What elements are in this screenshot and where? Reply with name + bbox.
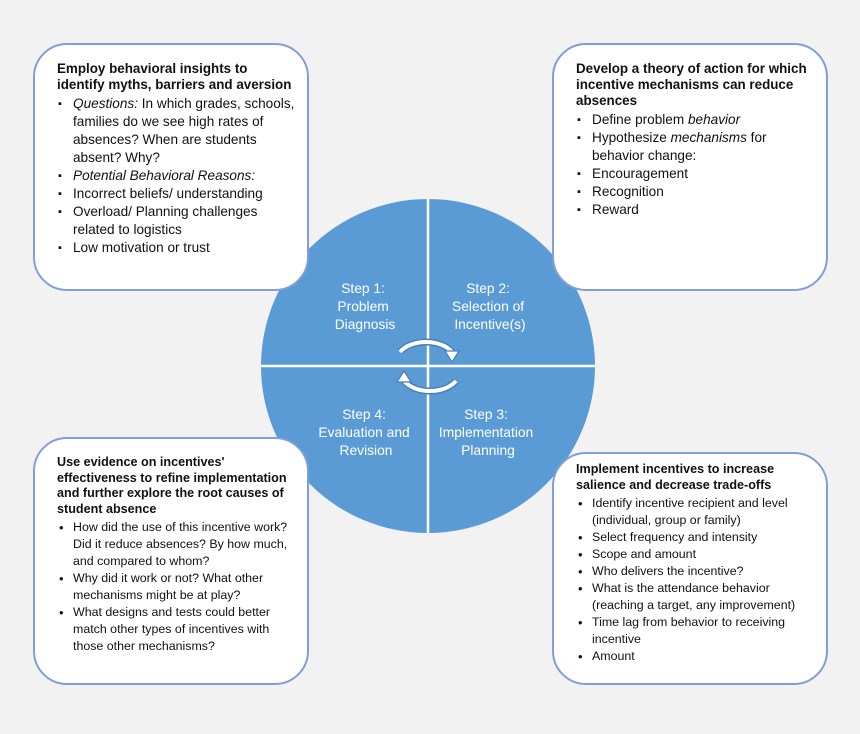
list-item: What is the attendance behavior (reachin… — [576, 580, 818, 614]
bullet-list: Identify incentive recipient and level (… — [576, 495, 818, 665]
box-evaluation-revision: Use evidence on incentives' effectivenes… — [33, 437, 309, 685]
list-item: Incorrect beliefs/ understanding — [57, 185, 297, 203]
bullet-list: Define problem behavior Hypothesize mech… — [576, 111, 816, 219]
list-item: Identify incentive recipient and level (… — [576, 495, 818, 529]
item-text: Reward — [592, 202, 639, 217]
step-1-label: Step 1: Problem Diagnosis — [335, 281, 396, 332]
bullet-list: How did the use of this incentive work? … — [57, 519, 299, 655]
list-item: Hypothesize mechanisms for behavior chan… — [576, 129, 816, 165]
list-item: Define problem behavior — [576, 111, 816, 129]
list-item: Reward — [576, 201, 816, 219]
list-item: Time lag from behavior to receiving ince… — [576, 614, 818, 648]
list-item: Select frequency and intensity — [576, 529, 818, 546]
item-text: Incorrect beliefs/ understanding — [73, 186, 263, 201]
box-title: Use evidence on incentives' effectivenes… — [57, 455, 287, 516]
step-2-label: Step 2: Selection of Incentive(s) — [452, 281, 528, 332]
list-item: Encouragement — [576, 165, 816, 183]
item-text: Encouragement — [592, 166, 688, 181]
box-title: Implement incentives to increase salienc… — [576, 462, 775, 492]
list-item: Potential Behavioral Reasons: — [57, 167, 297, 185]
list-item: Why did it work or not? What other mecha… — [57, 570, 299, 604]
list-item: Amount — [576, 648, 818, 665]
item-emphasis: behavior — [687, 112, 741, 127]
list-item: Questions: In which grades, schools, fam… — [57, 95, 297, 167]
box-title: Develop a theory of action for which inc… — [576, 61, 807, 108]
item-emphasis: mechanisms — [670, 130, 747, 145]
list-item: What designs and tests could better matc… — [57, 604, 299, 655]
box-problem-diagnosis: Employ behavioral insights to identify m… — [33, 43, 309, 291]
list-item: Low motivation or trust — [57, 239, 297, 257]
item-lead: Questions: — [73, 96, 138, 111]
bullet-list: Questions: In which grades, schools, fam… — [57, 95, 297, 257]
box-implementation-planning: Implement incentives to increase salienc… — [552, 452, 828, 685]
list-item: Overload/ Planning challenges related to… — [57, 203, 297, 239]
item-lead: Potential Behavioral Reasons: — [73, 168, 256, 183]
step-3-label: Step 3: Implementation Planning — [439, 407, 537, 458]
item-text-rest: for behavior change: — [592, 130, 767, 163]
list-item: Who delivers the incentive? — [576, 563, 818, 580]
item-text: Recognition — [592, 184, 664, 199]
item-text: Low motivation or trust — [73, 240, 210, 255]
box-title: Employ behavioral insights to identify m… — [57, 61, 292, 92]
item-text: Overload/ Planning challenges related to… — [73, 204, 258, 237]
item-text: Define problem — [592, 112, 688, 127]
box-theory-of-action: Develop a theory of action for which inc… — [552, 43, 828, 291]
step-4-label: Step 4: Evaluation and Revision — [318, 407, 413, 458]
item-text: Hypothesize — [592, 130, 671, 145]
item-text: In which grades, schools, families do we… — [73, 96, 295, 165]
list-item: Recognition — [576, 183, 816, 201]
list-item: Scope and amount — [576, 546, 818, 563]
list-item: How did the use of this incentive work? … — [57, 519, 299, 570]
cycle-arrows-icon — [395, 338, 461, 395]
